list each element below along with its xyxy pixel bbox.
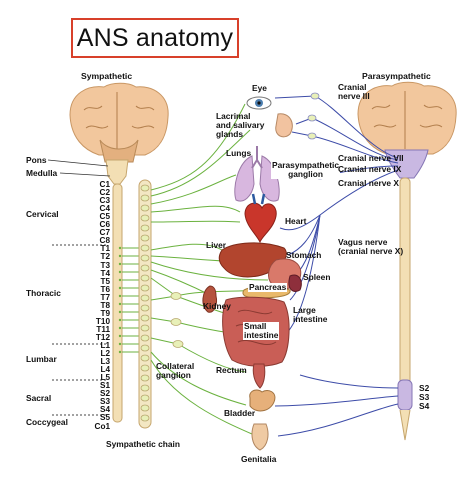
s2-label: S2: [419, 383, 430, 393]
cranial-nerve-vii-label: Cranial nerve VII: [338, 153, 404, 163]
segment-label-t8: T8: [100, 300, 110, 310]
segment-label-t1: T1: [100, 244, 110, 254]
collateral-ganglion-label: Collateral ganglion: [156, 361, 195, 380]
vagus-nerve-label: Vagus nerve (cranial nerve X): [338, 237, 404, 256]
kidney-label: Kidney: [203, 301, 231, 311]
parasympathetic-spinal-cord: [399, 177, 411, 401]
kidney-illustration: [202, 285, 217, 313]
small-intestine-label: Small intestine: [243, 321, 280, 340]
segment-label-l2: L2: [100, 349, 110, 359]
lungs-label: Lungs: [226, 148, 252, 158]
segment-label-l5: L5: [100, 373, 110, 383]
sacral-label: Sacral: [26, 393, 52, 403]
pons-label: Pons: [26, 155, 47, 165]
segment-label-t10: T10: [95, 316, 110, 326]
segment-label-c1: C1: [99, 180, 110, 189]
segment-label-s3: S3: [99, 397, 110, 407]
segment-label-t9: T9: [100, 308, 110, 318]
segment-label-c3: C3: [99, 196, 110, 206]
segment-label-s5: S5: [99, 413, 110, 423]
sympathetic-header: Sympathetic: [81, 71, 133, 81]
chain-ganglia: [140, 184, 150, 422]
segment-label-t6: T6: [100, 284, 110, 294]
segment-label-c4: C4: [99, 204, 110, 214]
segment-label-t11: T11: [96, 324, 110, 334]
spleen-illustration: [288, 274, 302, 292]
segment-label-s2: S2: [99, 389, 110, 399]
stomach-label: Stomach: [286, 250, 322, 260]
segment-label-l4: L4: [100, 365, 110, 375]
coccygeal-label: Coccygeal: [26, 417, 68, 427]
liver-label: Liver: [206, 240, 227, 250]
segment-label-t5: T5: [100, 276, 110, 286]
pancreas-label: Pancreas: [248, 282, 288, 292]
rectum-label: Rectum: [216, 365, 247, 375]
segment-label-s1: S1: [99, 381, 110, 391]
cranial-nerve-ix-label: Cranial nerve IX: [338, 164, 402, 174]
parasympathetic-brain: [357, 81, 457, 155]
parasympathetic-ganglion-label: Parasympathetic ganglion: [271, 160, 341, 179]
sympathetic-spinal-cord: [112, 183, 123, 423]
page-title: ANS anatomy: [71, 18, 239, 58]
large-intestine-label: Large intestine: [293, 305, 328, 324]
segment-label-c8: C8: [99, 236, 110, 246]
bladder-label: Bladder: [224, 408, 256, 418]
cauda-tip: [399, 409, 411, 441]
medulla-label: Medulla: [26, 168, 58, 178]
parasympathetic-header: Parasympathetic: [362, 71, 431, 81]
s3-label: S3: [419, 392, 430, 402]
segment-label-s4: S4: [99, 405, 110, 415]
bladder-illustration: [249, 389, 276, 412]
spleen-label: Spleen: [303, 272, 331, 282]
segment-label-c5: C5: [99, 212, 110, 222]
lungs-illustration: [234, 146, 280, 202]
segment-label-c6: C6: [99, 220, 110, 230]
region-dividers: [52, 244, 107, 416]
salivary-glands-illustration: [275, 113, 293, 138]
segment-label-t4: T4: [100, 268, 110, 278]
sympathetic-chain-label: Sympathetic chain: [106, 439, 181, 449]
sympathetic-brain: [69, 82, 169, 163]
segment-label-co1: Co1: [94, 421, 110, 431]
eye-label: Eye: [252, 83, 267, 93]
genitalia-illustration: [251, 423, 269, 451]
cranial-nerve-iii-label: Cranial nerve III: [338, 82, 370, 101]
segment-label-c7: C7: [99, 228, 110, 238]
segment-label-t2: T2: [100, 252, 110, 262]
thoracolumbar-dots: [118, 246, 122, 354]
cranial-nerve-x-label: Cranial nerve X: [338, 178, 399, 188]
genitalia-label: Genitalia: [241, 454, 277, 464]
collateral-ganglia: [170, 292, 184, 348]
eye-illustration: [246, 96, 272, 110]
heart-illustration: [244, 193, 277, 244]
segment-label-l1: L1: [100, 341, 110, 350]
s4-label: S4: [419, 401, 430, 411]
segment-label-t7: T7: [100, 292, 110, 302]
segment-label-t3: T3: [100, 260, 110, 270]
lumbar-label: Lumbar: [26, 354, 57, 364]
sacral-outflow: [397, 379, 413, 411]
heart-label: Heart: [285, 216, 307, 226]
segment-label-c2: C2: [99, 188, 110, 198]
cervical-label: Cervical: [26, 209, 59, 219]
rectum-illustration: [252, 363, 266, 389]
lacrimal-label: Lacrimal and salivary glands: [216, 111, 265, 139]
segment-label-t12: T12: [95, 332, 110, 342]
thoracic-label: Thoracic: [26, 288, 61, 298]
parasympathetic-lines: [274, 95, 399, 437]
segment-label-l3: L3: [100, 357, 110, 367]
sympathetic-preganglionic-lines: [122, 247, 141, 353]
